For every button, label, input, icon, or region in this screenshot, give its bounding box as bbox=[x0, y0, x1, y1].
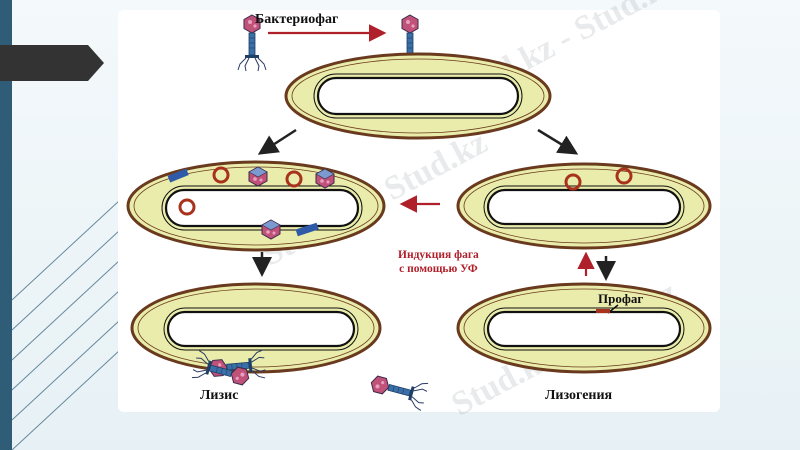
label-bacteriophage: Бактериофаг bbox=[255, 12, 339, 27]
arrow-to-lytic bbox=[257, 128, 297, 155]
slide-left-stripe bbox=[0, 0, 12, 450]
prophage-segment bbox=[596, 309, 610, 313]
cell-infected bbox=[284, 52, 552, 140]
label-prophage: Профаг bbox=[598, 291, 644, 306]
label-induction-line1: Индукция фага bbox=[398, 249, 479, 261]
cell-lysis bbox=[130, 282, 382, 374]
decorative-lines bbox=[11, 199, 121, 450]
cell-lysogenic-plasmid bbox=[456, 162, 712, 250]
label-uv-induction: Индукция фага с помощью УФ bbox=[398, 248, 479, 276]
label-lysogeny: Лизогения bbox=[545, 388, 613, 403]
label-lysis: Лизис bbox=[200, 388, 239, 403]
cell-prophage bbox=[456, 282, 712, 374]
slide-tab-arrow bbox=[0, 45, 104, 81]
label-induction-line2: с помощью УФ bbox=[399, 263, 478, 275]
cell-phage-assembly bbox=[126, 160, 386, 252]
lytic-lysogenic-cycle-diagram bbox=[126, 14, 712, 412]
arrow-to-lysogenic bbox=[537, 128, 579, 155]
